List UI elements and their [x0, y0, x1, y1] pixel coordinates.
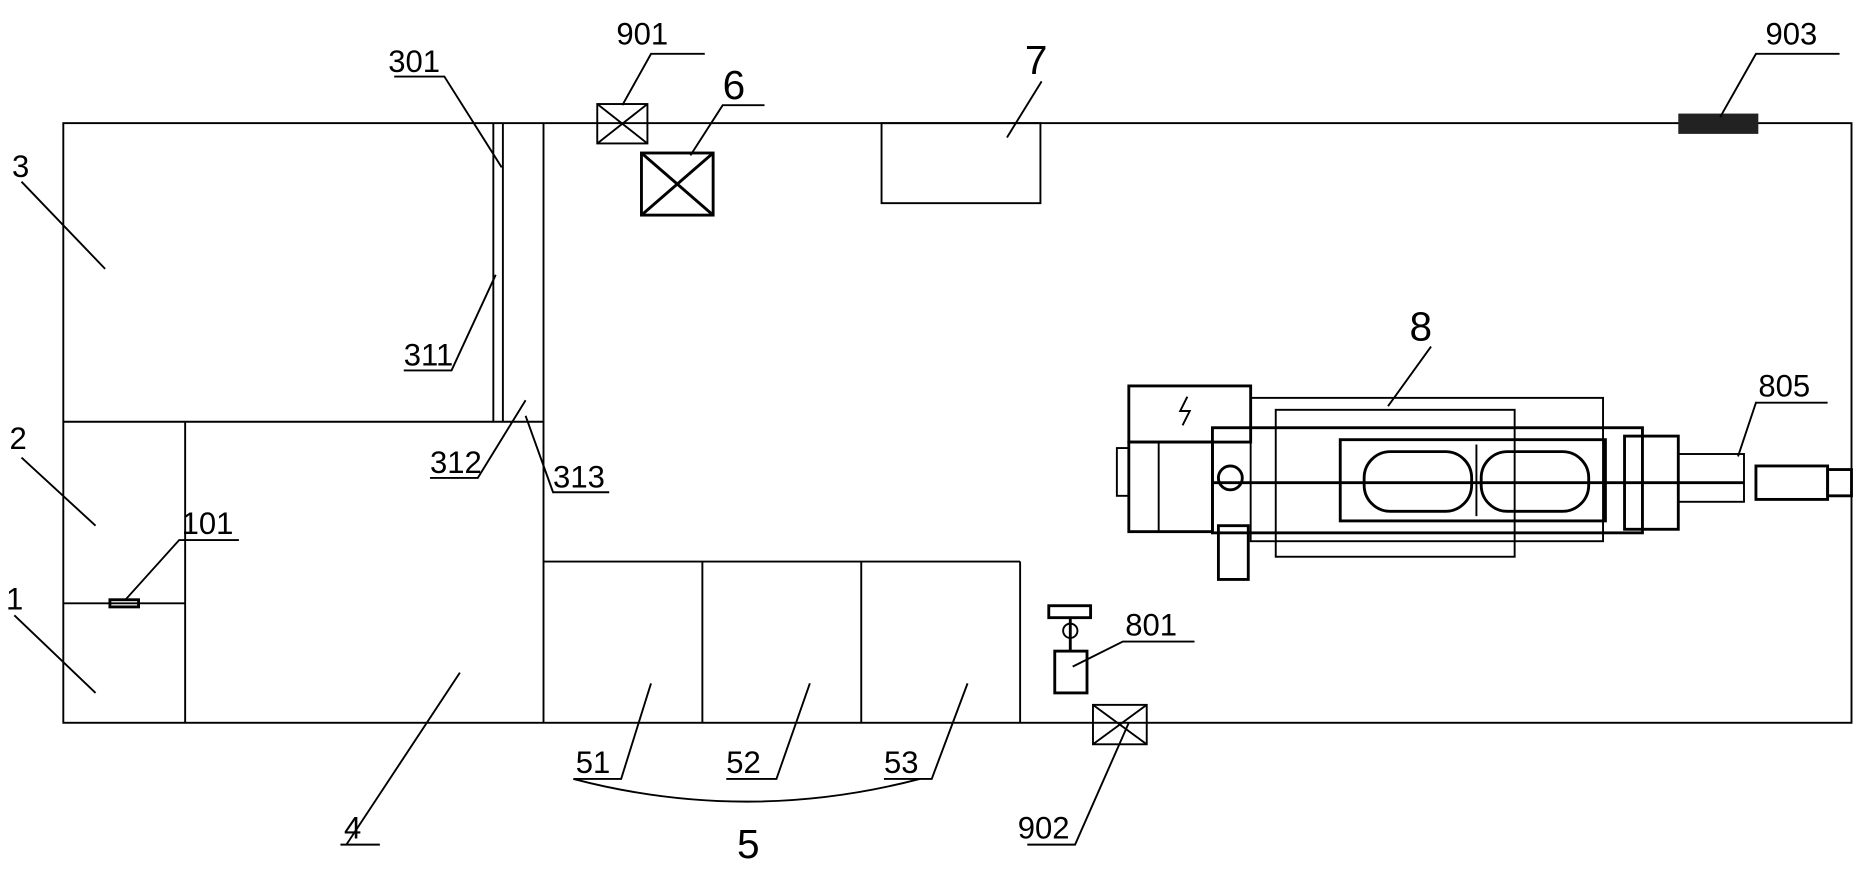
component-903	[1678, 113, 1759, 134]
label-902: 902	[1018, 811, 1070, 846]
label-8: 8	[1410, 304, 1433, 350]
label-313: 313	[553, 459, 605, 494]
label-2: 2	[10, 421, 27, 456]
label-301: 301	[388, 44, 440, 79]
label-312: 312	[430, 445, 482, 480]
label-3: 3	[12, 149, 29, 184]
box-7	[880, 122, 1042, 205]
box-902	[1092, 703, 1148, 746]
room-3	[63, 123, 545, 562]
label-903: 903	[1765, 16, 1817, 51]
label-6: 6	[723, 62, 746, 108]
label-801: 801	[1125, 608, 1177, 643]
label-311: 311	[404, 338, 453, 373]
machine-8	[1115, 384, 1853, 581]
label-4: 4	[344, 811, 361, 846]
component-101	[108, 598, 140, 609]
leader-lines	[13, 52, 1840, 846]
label-5: 5	[737, 821, 760, 867]
label-805: 805	[1758, 369, 1810, 404]
label-101: 101	[182, 506, 234, 541]
rooms-5	[542, 560, 1022, 723]
label-53: 53	[884, 745, 919, 780]
label-7: 7	[1025, 37, 1048, 83]
label-901: 901	[616, 16, 668, 51]
label-52: 52	[726, 745, 761, 780]
box-6	[640, 151, 715, 217]
component-801	[1047, 604, 1093, 695]
label-51: 51	[576, 745, 611, 780]
outer-boundary	[62, 122, 1853, 724]
label-1: 1	[6, 581, 23, 616]
room-1-2	[63, 421, 187, 723]
